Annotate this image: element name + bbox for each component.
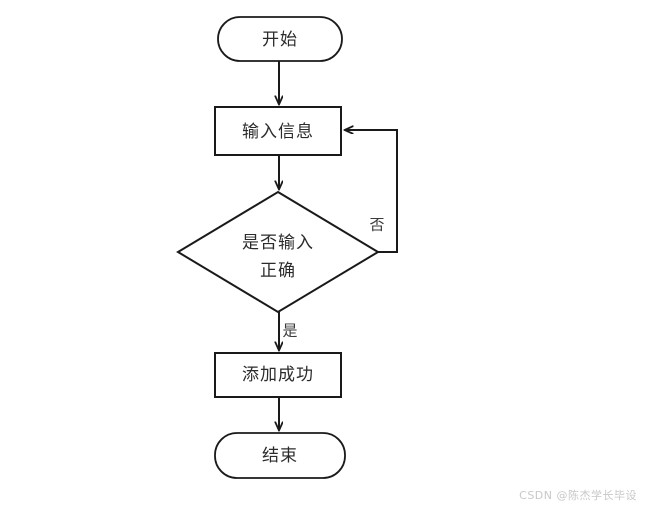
node-end[interactable]: [214, 432, 346, 479]
node-start[interactable]: [217, 16, 343, 62]
node-success-label: 添加成功: [242, 365, 314, 385]
edge-decision-no-loopback: [345, 130, 398, 253]
edge-label-yes: 是: [282, 322, 297, 340]
node-decision-label-line2: 正确: [260, 261, 296, 281]
watermark-text: CSDN @陈杰学长毕设: [519, 489, 637, 502]
node-success[interactable]: [214, 352, 342, 398]
node-decision[interactable]: [176, 190, 380, 314]
node-end-label: 结束: [262, 446, 298, 466]
node-decision-label-line1: 是否输入: [242, 233, 314, 253]
node-input-label: 输入信息: [242, 122, 314, 142]
node-start-label: 开始: [262, 30, 298, 50]
edge-label-no: 否: [369, 216, 384, 234]
node-input[interactable]: [214, 106, 342, 156]
